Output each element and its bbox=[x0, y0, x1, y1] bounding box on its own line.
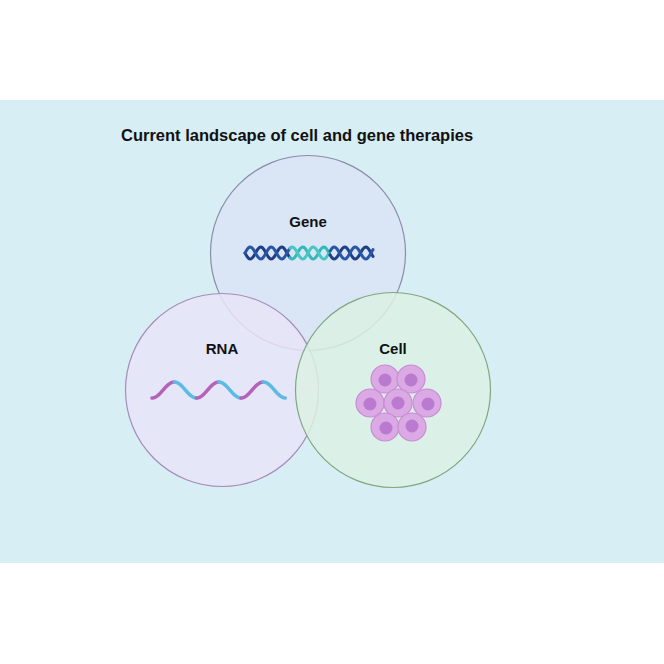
rna-segment bbox=[174, 382, 196, 398]
circle-label: Cell bbox=[295, 340, 491, 357]
diagram-title: Current landscape of cell and gene thera… bbox=[121, 126, 473, 145]
circle-label: RNA bbox=[125, 340, 319, 357]
rna-segment bbox=[152, 382, 174, 398]
circle-shape bbox=[296, 293, 491, 488]
cell-nucleus bbox=[422, 398, 435, 411]
circle-label: Gene bbox=[210, 213, 406, 230]
helix-strand bbox=[330, 247, 373, 259]
cell-nucleus bbox=[405, 374, 418, 387]
venn-circle: RNA bbox=[125, 293, 319, 487]
cell-nucleus bbox=[380, 422, 393, 435]
cell bbox=[413, 389, 441, 417]
rna-segment bbox=[263, 382, 285, 398]
helix-strand bbox=[290, 247, 330, 259]
helix-strand bbox=[245, 247, 290, 259]
rna-segment bbox=[241, 382, 263, 398]
rna-segment bbox=[219, 382, 241, 398]
circle-outline bbox=[125, 293, 319, 487]
cell bbox=[397, 365, 425, 393]
circle-outline bbox=[295, 292, 491, 488]
cell bbox=[371, 365, 399, 393]
rna-segment bbox=[197, 382, 219, 398]
helix-strand bbox=[290, 247, 330, 259]
cell-nucleus bbox=[379, 374, 392, 387]
cell-nucleus bbox=[392, 397, 405, 410]
helix-strand bbox=[330, 247, 373, 259]
cell bbox=[384, 389, 412, 417]
cell-cluster bbox=[356, 365, 441, 441]
circle-shape bbox=[126, 294, 319, 487]
dna-helix bbox=[245, 247, 373, 259]
venn-circle: Cell bbox=[295, 292, 491, 488]
cell bbox=[398, 413, 426, 441]
helix-strand bbox=[245, 247, 290, 259]
cell-nucleus bbox=[364, 398, 377, 411]
cell bbox=[371, 413, 399, 441]
rna-strand bbox=[152, 382, 285, 398]
cell bbox=[356, 389, 384, 417]
cell-nucleus bbox=[406, 420, 419, 433]
